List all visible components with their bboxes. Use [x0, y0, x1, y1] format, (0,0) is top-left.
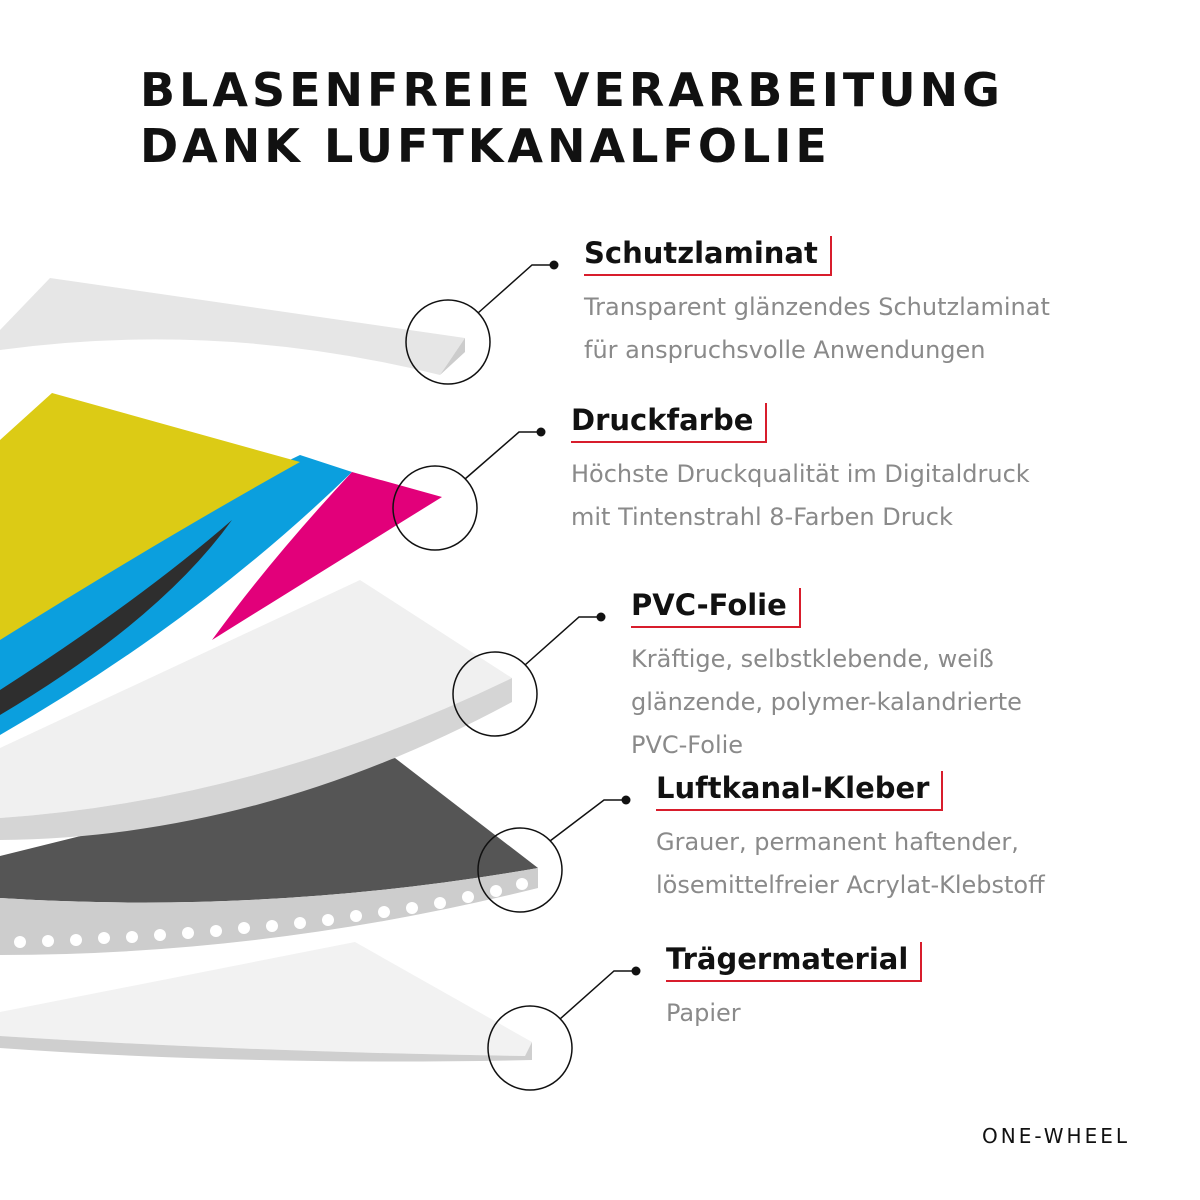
ink-yellow-layer	[0, 393, 300, 640]
layer-name: Schutzlaminat	[584, 236, 832, 276]
layer-name: Druckfarbe	[571, 403, 768, 443]
brand-logo: ONE-WHEEL	[982, 1124, 1130, 1148]
title-line-2: dank Luftkanalfolie	[140, 119, 831, 173]
layer-name: PVC-Folie	[631, 588, 801, 628]
air-channel-dots	[14, 878, 528, 948]
layer-description: Transparent glänzendes Schutzlaminat für…	[584, 293, 1050, 364]
layer-description: Papier	[666, 999, 741, 1027]
label-traegermaterial: Trägermaterial Papier	[666, 942, 1086, 1035]
page-title: Blasenfreie Verarbeitung dank Luftkanalf…	[140, 62, 1004, 174]
callout-pvc-folie	[452, 612, 606, 737]
traegermaterial-edge	[0, 1036, 532, 1062]
layer-description: Grauer, permanent haftender, lösemittelf…	[656, 828, 1045, 899]
traegermaterial-layer	[0, 942, 532, 1056]
ink-magenta-layer	[212, 472, 442, 640]
layer-description: Kräftige, selbstklebende, weiß glänzende…	[631, 645, 1022, 759]
label-druckfarbe: Druckfarbe Höchste Druckqualität im Digi…	[571, 403, 1061, 539]
callout-traegermaterial	[487, 966, 641, 1091]
callout-druckfarbe	[392, 427, 546, 551]
layer-description: Höchste Druckqualität im Digitaldruck mi…	[571, 460, 1030, 531]
label-luftkanal-kleber: Luftkanal-Kleber Grauer, permanent hafte…	[656, 771, 1156, 907]
label-schutzlaminat: Schutzlaminat Transparent glänzendes Sch…	[584, 236, 1084, 372]
callout-luftkanal-kleber	[477, 795, 631, 913]
callout-schutzlaminat	[405, 260, 559, 385]
laminat-layer	[0, 278, 465, 375]
laminat-edge	[440, 338, 465, 375]
kleber-layer	[0, 758, 538, 903]
layer-name: Trägermaterial	[666, 942, 923, 982]
title-line-1: Blasenfreie Verarbeitung	[140, 63, 1004, 117]
layer-name: Luftkanal-Kleber	[656, 771, 944, 811]
pvc-layer	[0, 580, 512, 818]
ink-cyan-layer	[0, 455, 352, 735]
label-pvc-folie: PVC-Folie Kräftige, selbstklebende, weiß…	[631, 588, 1051, 767]
ink-black-stripe	[0, 520, 232, 715]
pvc-edge	[0, 678, 512, 840]
